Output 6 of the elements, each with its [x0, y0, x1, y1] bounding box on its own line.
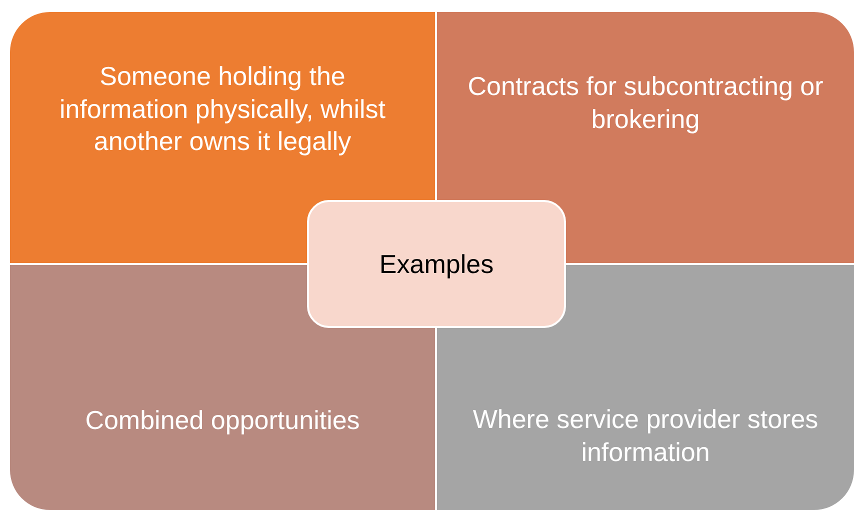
center-box [307, 200, 566, 328]
panel-text: Contracts for subcontracting or brokering [467, 70, 824, 135]
panel-text: Someone holding the information physically, whilst another owns it legally [58, 60, 387, 158]
panel-text: Combined opportunities [85, 404, 360, 436]
panel-text: Examples [379, 248, 494, 280]
panel-text: Where service provider stores information [472, 403, 820, 468]
